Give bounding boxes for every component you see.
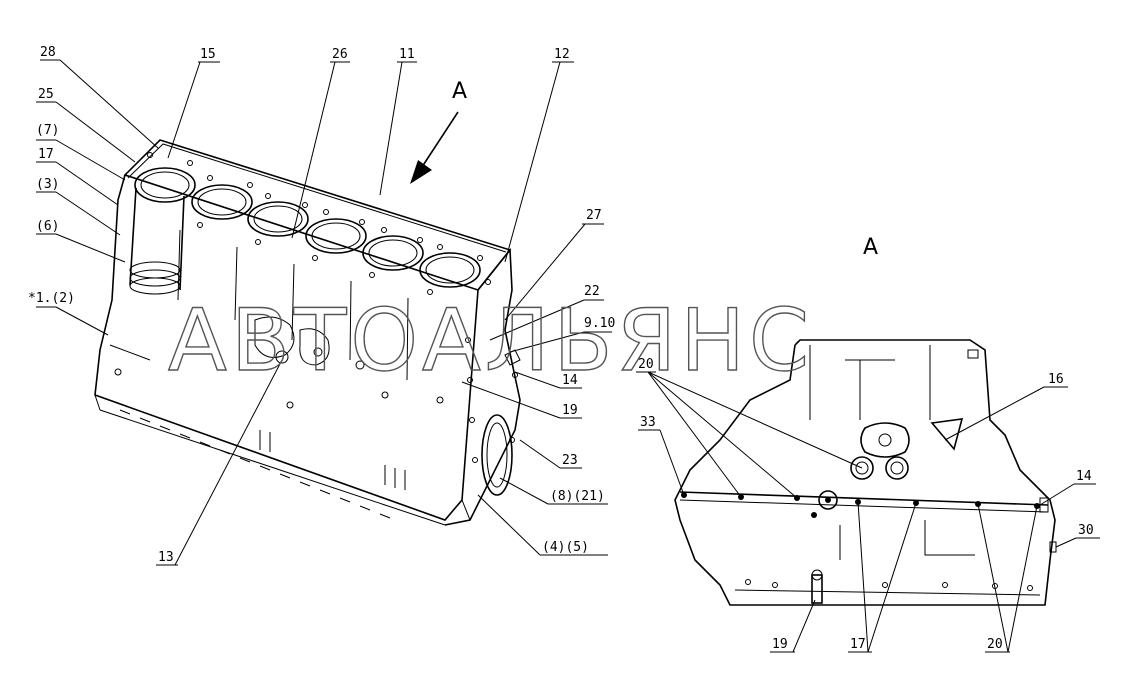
- callout-19-left: 19: [562, 403, 578, 418]
- callout-16: 16: [1048, 372, 1064, 387]
- callout-12: 12: [554, 47, 570, 62]
- view-a-title: A: [863, 235, 878, 260]
- callouts-left: 28 15 26 11 12 25 (7) 17 (3) (6) *1.(2) …: [28, 45, 615, 565]
- callout-20-bottom: 20: [987, 637, 1003, 652]
- callout-14-left: 14: [562, 373, 578, 388]
- view-a-marker: A: [452, 79, 467, 104]
- callout-19-right: 19: [772, 637, 788, 652]
- callout-28: 28: [40, 45, 56, 60]
- leader-lines-left: [36, 59, 612, 566]
- callout-23: 23: [562, 453, 578, 468]
- callout-17-right: 17: [850, 637, 866, 652]
- callout-25: 25: [38, 87, 54, 102]
- engine-block-isometric: A 28 15 26: [28, 45, 615, 566]
- callout-8-21: (8)(21): [550, 489, 605, 504]
- callout-20-top: 20: [638, 357, 654, 372]
- callout-30: 30: [1078, 523, 1094, 538]
- view-a-plugs: [681, 418, 1057, 604]
- callout-11: 11: [399, 47, 415, 62]
- watermark: АВТОАЛЬЯНС: [168, 291, 813, 391]
- callout-22: 22: [584, 284, 600, 299]
- callout-7: (7): [36, 123, 59, 138]
- callout-6: (6): [36, 219, 59, 234]
- view-a-outline: [674, 339, 1056, 606]
- callouts-right: 20 16 33 14 30 19 17 20: [638, 357, 1094, 652]
- view-a-arrow: A: [410, 79, 467, 184]
- callout-27: 27: [586, 208, 602, 223]
- callout-3: (3): [36, 177, 59, 192]
- callout-15: 15: [200, 47, 216, 62]
- callout-13: 13: [158, 550, 174, 565]
- callout-9-10: 9.10: [584, 316, 615, 331]
- callout-17: 17: [38, 147, 54, 162]
- leader-lines-right: [636, 371, 1100, 653]
- cylinder-bores: [134, 167, 481, 288]
- callout-1-2: *1.(2): [28, 291, 75, 306]
- callout-26: 26: [332, 47, 348, 62]
- cylinder-liner: [129, 187, 185, 295]
- deck-bolt-holes: [147, 152, 491, 295]
- block-side-details: [109, 229, 521, 519]
- callout-4-5: (4)(5): [542, 540, 589, 555]
- engine-block-view-a: A: [636, 235, 1100, 653]
- callout-14-right: 14: [1076, 469, 1092, 484]
- callout-33: 33: [640, 415, 656, 430]
